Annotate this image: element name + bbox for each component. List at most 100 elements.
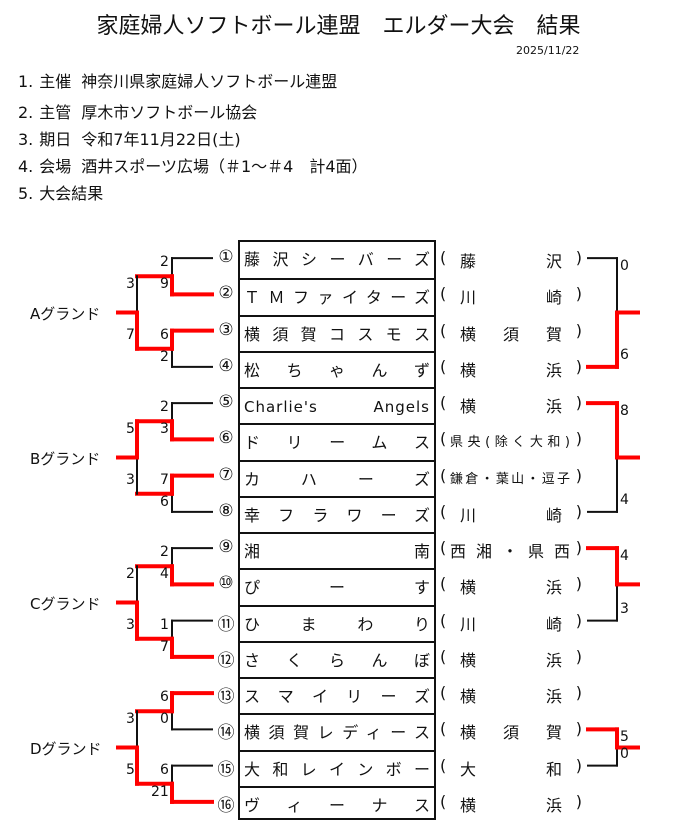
score-round2: 7 bbox=[126, 326, 135, 343]
team-region: (川崎) bbox=[438, 494, 584, 530]
team-region: (西湘・県西) bbox=[438, 530, 584, 566]
paren-close: ) bbox=[575, 393, 582, 412]
paren-close: ) bbox=[575, 610, 582, 630]
team-row: 横須賀レディース bbox=[240, 713, 434, 749]
info-organizer: 1.主催神奈川県家庭婦人ソフトボール連盟 bbox=[18, 68, 337, 92]
info-value: 神奈川県家庭婦人ソフトボール連盟 bbox=[81, 72, 338, 91]
seed-number: ⑩ bbox=[218, 573, 234, 594]
team-name: 横須賀レディース bbox=[244, 723, 430, 743]
region-name: 県央(除く大和) bbox=[450, 435, 570, 451]
team-name: ぴーす bbox=[244, 578, 430, 598]
region-name: 横浜 bbox=[460, 578, 562, 598]
team-row: カハーズ bbox=[240, 459, 434, 496]
paren-close: ) bbox=[575, 320, 582, 340]
info-label: 期日 bbox=[39, 130, 72, 149]
group-label: Dグランド bbox=[30, 739, 102, 758]
seed-number: ⑮ bbox=[217, 759, 235, 780]
info-value: 厚木市ソフトボール協会 bbox=[81, 103, 258, 122]
paren-open: ( bbox=[440, 320, 447, 340]
paren-close: ) bbox=[575, 719, 582, 739]
team-name: スマイリーズ bbox=[244, 687, 430, 706]
paren-close: ) bbox=[575, 791, 582, 811]
score-round1: 2 bbox=[160, 254, 169, 271]
info-label: 大会結果 bbox=[39, 184, 104, 203]
score-final: 8 bbox=[620, 403, 629, 420]
info-value: 令和7年11月22日(土) bbox=[81, 130, 241, 149]
team-region: ( 大和) bbox=[438, 748, 584, 784]
seed-number: ⑨ bbox=[218, 537, 234, 558]
team-name: 大和レインボー bbox=[244, 759, 430, 779]
team-name: 横須賀コスモス bbox=[244, 324, 430, 344]
region-name: 藤沢 bbox=[460, 252, 562, 271]
paren-open: ( bbox=[440, 284, 447, 304]
paren-open: ( bbox=[440, 429, 447, 449]
seed-number: ② bbox=[218, 283, 234, 304]
paren-close: ) bbox=[575, 755, 582, 775]
group-label: Bグランド bbox=[30, 449, 101, 468]
paren-close: ) bbox=[575, 574, 582, 594]
team-region: (藤沢) bbox=[438, 240, 584, 276]
score-round1: 21 bbox=[151, 783, 169, 800]
paren-open: ( bbox=[440, 356, 447, 376]
team-row: スマイリーズ bbox=[240, 677, 434, 713]
paren-close: ) bbox=[575, 646, 582, 666]
paren-close: ) bbox=[575, 429, 582, 449]
paren-open: ( bbox=[440, 755, 447, 775]
seed-number: ⑪ bbox=[217, 614, 235, 635]
score-round1: 7 bbox=[160, 638, 169, 655]
region-name: 西湘・県西 bbox=[450, 542, 570, 561]
date: 2025/11/22 bbox=[516, 44, 580, 57]
team-region: ( 横須賀) bbox=[438, 313, 584, 349]
team-region: (横須賀) bbox=[438, 711, 584, 747]
team-row: ＴＭファイターズ bbox=[240, 278, 434, 314]
score-round2: 3 bbox=[126, 471, 135, 488]
page-title: 家庭婦人ソフトボール連盟 エルダー大会 結果 bbox=[96, 14, 581, 39]
score-final: 6 bbox=[620, 346, 629, 363]
team-row: Charlie's Angels bbox=[240, 387, 434, 423]
score-round2: 3 bbox=[126, 616, 135, 633]
team-name: 松ちゃんず bbox=[244, 360, 430, 380]
seed-number: ⑯ bbox=[217, 795, 235, 816]
info-num: 3. bbox=[18, 130, 34, 149]
team-row: ひまわり bbox=[240, 604, 434, 641]
team-row: 幸フラワーズ bbox=[240, 495, 434, 532]
info-venue: 4.会場酒井スポーツ広場（＃1～＃4 計4面） bbox=[18, 153, 368, 177]
team-name: 湘南 bbox=[244, 542, 430, 561]
team-row: 藤沢シーバーズ bbox=[240, 242, 434, 278]
team-name: Charlie's Angels bbox=[244, 398, 430, 416]
team-name: 幸フラワーズ bbox=[244, 505, 430, 525]
team-region: (横浜) bbox=[438, 349, 584, 385]
info-label: 会場 bbox=[39, 157, 72, 176]
group-label: Aグランド bbox=[30, 304, 101, 323]
region-name: 横須賀 bbox=[460, 723, 562, 743]
seed-number: ⑦ bbox=[218, 464, 234, 485]
score-round1: 0 bbox=[160, 711, 169, 728]
score-final: 4 bbox=[620, 548, 629, 565]
paren-open: ( bbox=[440, 501, 447, 521]
region-name: 横須賀 bbox=[460, 324, 562, 344]
paren-close: ) bbox=[575, 465, 582, 485]
info-host: 2.主管厚木市ソフトボール協会 bbox=[18, 99, 257, 123]
region-name: 横浜 bbox=[460, 650, 562, 670]
region-name: 川崎 bbox=[460, 614, 562, 634]
team-region: (横浜) bbox=[438, 675, 584, 711]
score-round1: 2 bbox=[160, 544, 169, 561]
seed-number: ⑬ bbox=[217, 687, 235, 708]
seed-number: ④ bbox=[218, 355, 234, 376]
score-final: 3 bbox=[620, 600, 629, 617]
seed-number: ⑤ bbox=[218, 392, 234, 413]
score-round2: 2 bbox=[126, 566, 135, 583]
team-name: 藤沢シーバーズ bbox=[244, 250, 430, 269]
team-row: 大和レインボー bbox=[240, 749, 434, 786]
score-round1: 3 bbox=[160, 421, 169, 438]
score-round2: 3 bbox=[126, 276, 135, 293]
info-num: 1. bbox=[18, 72, 34, 91]
paren-open: ( bbox=[440, 393, 447, 412]
team-row: ヴィーナス bbox=[240, 785, 434, 822]
seed-number: ⑧ bbox=[218, 500, 234, 521]
info-label: 主管 bbox=[39, 103, 72, 122]
region-name: 大和 bbox=[460, 759, 562, 779]
score-round1: 4 bbox=[160, 566, 169, 583]
team-region: (横浜) bbox=[438, 784, 584, 820]
